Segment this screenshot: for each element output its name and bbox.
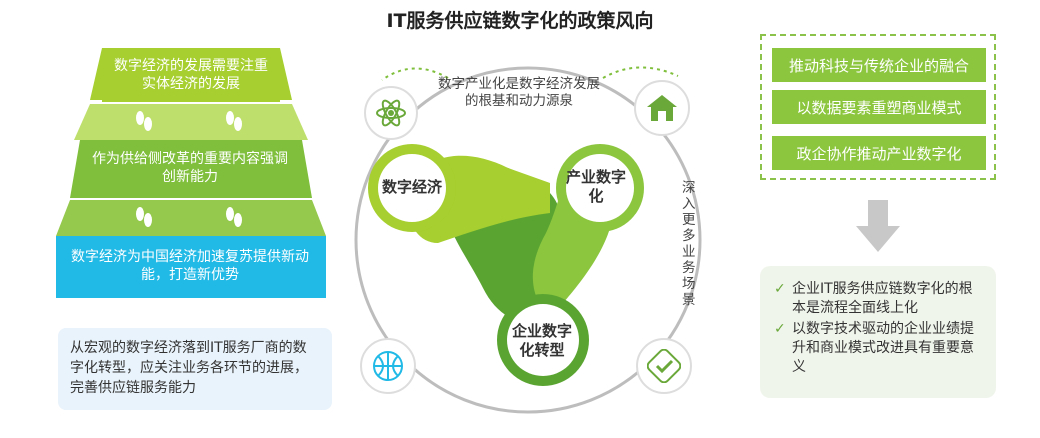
down-arrow-icon (854, 200, 902, 258)
conclusion-item: 以数字技术驱动的企业业绩提升和商业模式改进具有重要意义 (792, 321, 974, 375)
policy-item: 推动科技与传统企业的融合 (772, 48, 986, 82)
center-diagram (354, 66, 702, 414)
tier-supply-side-reform: 作为供给侧改革的重要内容强调创新能力 (80, 140, 300, 196)
check-mark-icon: ✓ (774, 281, 786, 297)
atom-icon (364, 86, 418, 140)
node-c-label: 企业数字化转型 (511, 322, 572, 359)
footprints-icon (130, 204, 270, 236)
check-mark-icon: ✓ (774, 321, 786, 337)
policy-item: 以数据要素重塑商业模式 (772, 90, 986, 124)
tier-physical-economy: 数字经济的发展需要注重实体经济的发展 (102, 48, 280, 102)
footprints-icon (130, 108, 270, 140)
conclusion-box: ✓ 企业IT服务供应链数字化的根本是流程全面线上化 ✓ 以数字技术驱动的企业业绩提升… (760, 266, 996, 398)
node-b-label: 产业数字化 (566, 168, 627, 205)
policy-item: 政企协作推动产业数字化 (772, 136, 986, 170)
top-arc-text: 数字产业化是数字经济发展的根基和动力源泉 (438, 76, 600, 109)
page-title: IT服务供应链数字化的政策风向 (386, 10, 654, 32)
tier-new-momentum: 数字经济为中国经济加速复苏提供新动能，打造新优势 (56, 236, 324, 296)
check-icon (636, 338, 692, 394)
outer-ring (354, 66, 702, 414)
node-a-label: 数字经济 (381, 178, 442, 196)
basketball-icon (360, 338, 416, 394)
house-icon (634, 80, 690, 136)
left-note: 从宏观的数字经济落到IT服务厂商的数字化转型，应关注业务各环节的进展，完善供应链… (58, 328, 332, 410)
conclusion-item: 企业IT服务供应链数字化的根本是流程全面线上化 (792, 281, 973, 316)
right-arc-text: 深入更多业务场景 (682, 180, 696, 308)
policy-items-box (760, 34, 996, 180)
